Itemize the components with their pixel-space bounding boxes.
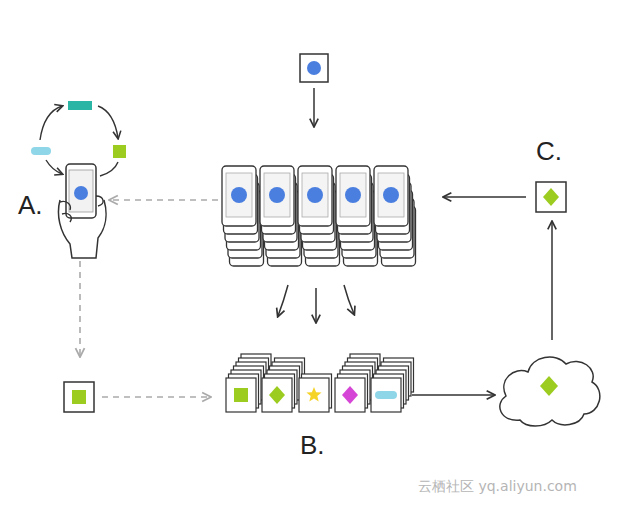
update-stacks bbox=[226, 354, 414, 412]
shared-model bbox=[300, 54, 328, 126]
step-letter: B. bbox=[300, 430, 325, 461]
watermark: 云栖社区 yq.aliyun.com bbox=[418, 478, 577, 496]
step-letter: A. bbox=[18, 190, 43, 221]
user-phone bbox=[31, 101, 126, 258]
local-update bbox=[64, 382, 94, 412]
aggregation-loop bbox=[412, 182, 600, 426]
step-letter: B. bbox=[300, 430, 325, 460]
phone-fleet bbox=[222, 166, 416, 266]
step-letter: C. bbox=[536, 136, 562, 166]
watermark: 云栖社区 yq.aliyun.com bbox=[418, 478, 577, 494]
step-letter: C. bbox=[536, 136, 562, 167]
step-letter: A. bbox=[18, 190, 43, 220]
upload-arrows bbox=[278, 285, 354, 322]
